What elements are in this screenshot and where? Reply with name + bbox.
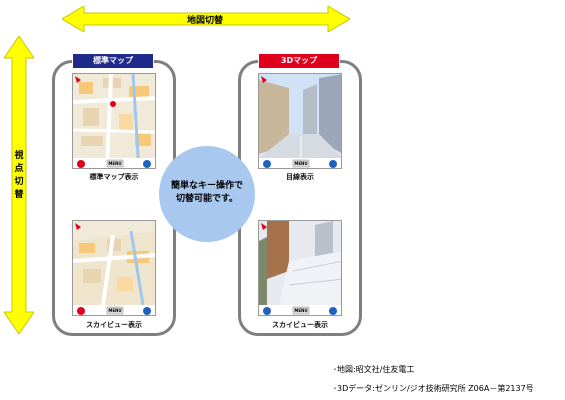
- standard-skyview-screen: MENU: [72, 220, 156, 316]
- menu-label: MENU: [108, 308, 122, 313]
- center-bubble-text: 簡単なキー操作で 切替可能です。: [159, 180, 255, 206]
- menu-label: MENU: [294, 161, 308, 166]
- menu-label: MENU: [294, 308, 308, 313]
- map-credit: ･地図:昭文社/住友電工: [333, 365, 415, 374]
- standard-map-header: 標準マップ: [72, 53, 154, 69]
- 3d-eyelevel-graphic: [259, 74, 341, 168]
- map-switch-label: 地図切替: [186, 16, 223, 26]
- 3d-skyview-graphic: [259, 221, 341, 315]
- 3d-data-credit: ･3Dデータ:ゼンリン/ジオ技術研究所 Z06A－第2137号: [333, 384, 534, 393]
- 3d-map-bottom-caption: スカイビュー表示: [272, 321, 328, 329]
- menu-label: MENU: [108, 161, 122, 166]
- standard-map-screen: MENU: [72, 73, 156, 169]
- standard-map-top-caption: 標準マップ表示: [89, 173, 139, 181]
- 3d-map-top-caption: 目線表示: [286, 173, 314, 181]
- standard-map-graphic: [73, 74, 155, 168]
- view-switch-arrow: [4, 36, 34, 334]
- 3d-map-header: 3Dマップ: [258, 53, 340, 69]
- view-switch-label: 視点切替: [14, 151, 24, 200]
- center-bubble: [159, 146, 255, 242]
- 3d-eyelevel-screen: MENU: [258, 73, 342, 169]
- 3d-skyview-screen: MENU: [258, 220, 342, 316]
- standard-skyview-graphic: [73, 221, 155, 315]
- map-switch-arrow: [62, 6, 350, 32]
- center-bubble-line1: 簡単なキー操作で: [170, 181, 243, 191]
- center-bubble-line2: 切替可能です。: [175, 194, 239, 204]
- standard-map-bottom-caption: スカイビュー表示: [86, 321, 142, 329]
